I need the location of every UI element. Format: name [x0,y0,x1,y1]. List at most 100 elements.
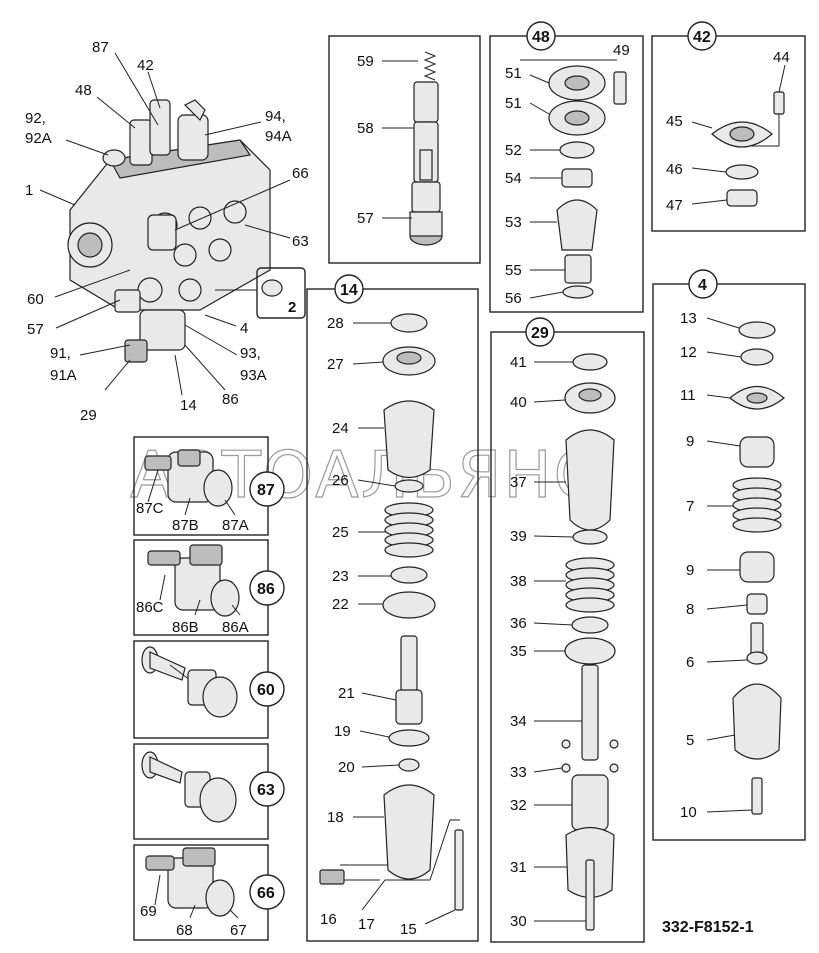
label-17: 17 [358,916,375,933]
label-18: 18 [327,809,344,826]
label-56: 56 [505,290,522,307]
inset-60-tag: 60 [257,682,275,699]
figure-code: 332-F8152-1 [662,919,754,936]
label-91a: 91A [50,367,77,384]
label-37: 37 [510,474,527,491]
label-28: 28 [327,315,344,332]
label-8: 8 [686,601,694,618]
label-9-b: 9 [686,562,694,579]
inset-86: 86 86C 86B 86A [133,539,285,636]
label-31: 31 [510,859,527,876]
label-1: 1 [25,182,33,199]
panel-spool-59: 59 58 57 [328,35,481,264]
overview-leader-lines [39,52,291,396]
label-7: 7 [686,498,694,515]
label-48: 48 [75,82,92,99]
label-69: 69 [140,903,157,920]
panel-4: 4 13 12 11 9 7 9 8 [652,269,806,841]
label-93a: 93A [240,367,267,384]
label-55: 55 [505,262,522,279]
label-9-a: 9 [686,433,694,450]
label-12: 12 [680,344,697,361]
inset-87: 87 87C 87B 87A [133,436,285,536]
label-86b: 86B [172,619,199,636]
label-4: 4 [240,320,248,337]
label-32: 32 [510,797,527,814]
label-13: 13 [680,310,697,327]
panel-14-tag: 14 [340,282,358,299]
label-36: 36 [510,615,527,632]
spring-7 [732,477,782,533]
label-10: 10 [680,804,697,821]
label-19: 19 [334,723,351,740]
label-5: 5 [686,732,694,749]
label-46: 46 [666,161,683,178]
label-49: 49 [613,42,630,59]
label-57-spool: 57 [357,210,374,227]
label-66: 66 [292,165,309,182]
label-87a: 87A [222,517,249,534]
inset-60: 60 [133,640,285,739]
label-67: 67 [230,922,247,939]
label-68: 68 [176,922,193,939]
label-59: 59 [357,53,374,70]
inset-63-tag: 63 [257,782,275,799]
label-58: 58 [357,120,374,137]
inset-86-tag: 86 [257,581,275,598]
panel-42-tag: 42 [693,29,711,46]
label-52: 52 [505,142,522,159]
label-26: 26 [332,472,349,489]
label-87c: 87C [136,500,164,517]
label-29: 29 [80,407,97,424]
label-41: 41 [510,354,527,371]
panel-29: 29 41 40 [490,317,645,943]
spring-38 [565,557,615,613]
label-51-a: 51 [505,65,522,82]
label-24: 24 [332,420,349,437]
label-54: 54 [505,170,522,187]
label-60: 60 [27,291,44,308]
label-25: 25 [332,524,349,541]
label-22: 22 [332,596,349,613]
label-51-b: 51 [505,95,522,112]
label-94: 94, [265,108,286,125]
label-11: 11 [680,387,696,404]
label-30: 30 [510,913,527,930]
label-45: 45 [666,113,683,130]
label-44: 44 [773,49,790,66]
label-92: 92, [25,110,46,127]
label-91: 91, [50,345,71,362]
label-14: 14 [180,397,197,414]
panel-48: 48 49 51 51 52 54 53 55 56 [489,21,644,313]
label-87b: 87B [172,517,199,534]
label-33: 33 [510,764,527,781]
label-86: 86 [222,391,239,408]
panel-42: 42 44 45 46 47 [651,21,806,232]
label-42: 42 [137,57,154,74]
label-35: 35 [510,643,527,660]
label-94a: 94A [265,128,292,145]
label-57: 57 [27,321,44,338]
label-87: 87 [92,39,109,56]
label-92a: 92A [25,130,52,147]
panel-14: 14 28 2 [306,274,479,942]
valve-assembly-overview [67,99,306,363]
label-2: 2 [288,299,296,316]
label-63: 63 [292,233,309,250]
label-39: 39 [510,528,527,545]
label-27: 27 [327,356,344,373]
label-86a: 86A [222,619,249,636]
label-38: 38 [510,573,527,590]
panel-29-tag: 29 [531,325,549,342]
label-23: 23 [332,568,349,585]
spring-25 [384,502,434,558]
label-86c: 86C [136,599,164,616]
label-93: 93, [240,345,261,362]
label-53: 53 [505,214,522,231]
label-15: 15 [400,921,417,938]
panel-48-tag: 48 [532,29,550,46]
overview-labels: 87 42 48 92, 92A 94, 94A 1 66 63 60 57 2… [25,39,309,424]
label-20: 20 [338,759,355,776]
label-47: 47 [666,197,683,214]
